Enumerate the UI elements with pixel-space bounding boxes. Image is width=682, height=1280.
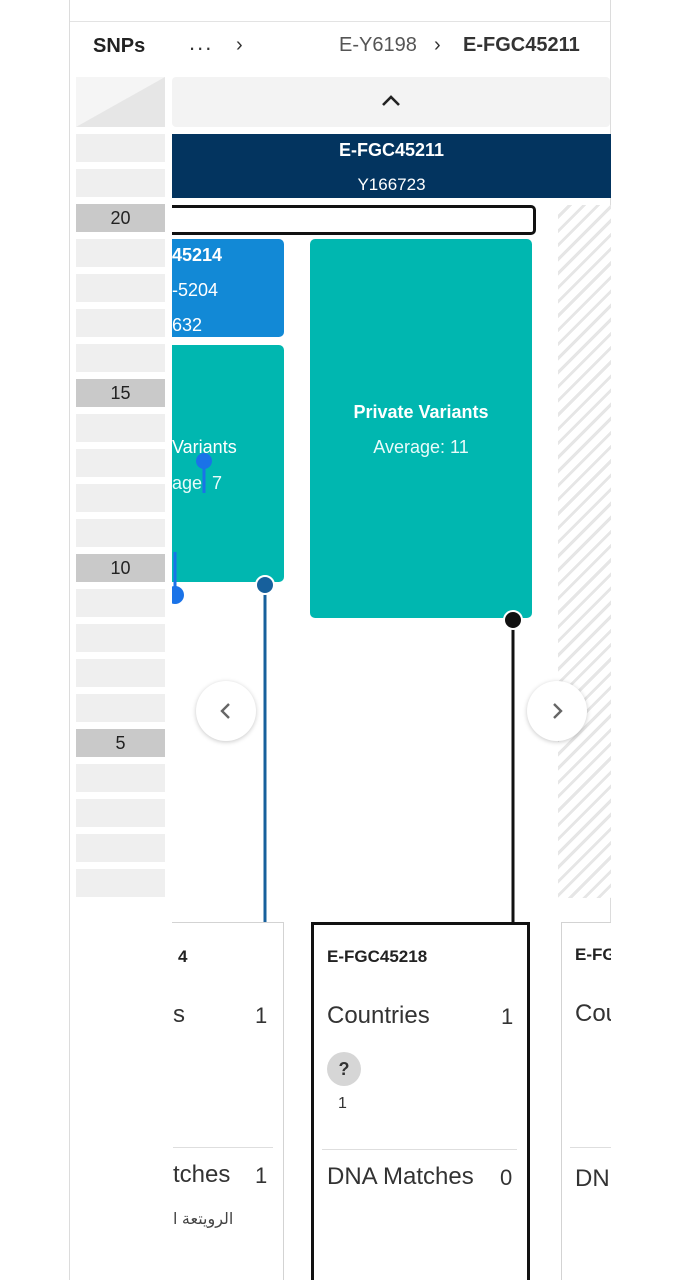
scale-label-10: 10 xyxy=(76,554,165,582)
tree-connectors xyxy=(172,453,523,922)
countries-count: 1 xyxy=(501,1004,514,1029)
card-title: E-FG xyxy=(575,945,611,964)
sibling-node-name: 45214 xyxy=(172,245,223,265)
scale-cell xyxy=(76,134,165,162)
scale-cell xyxy=(76,414,165,442)
breadcrumb: SNPs ... › E-Y6198 › E-FGC45211 xyxy=(70,22,610,72)
connector-dot xyxy=(503,610,523,630)
sibling-node-snp: 632 xyxy=(172,315,203,335)
scale-cell xyxy=(76,344,165,372)
top-divider xyxy=(70,21,610,22)
hatched-placeholder xyxy=(558,205,611,898)
private-variants-label: Private Variants xyxy=(353,402,489,422)
scale-cell xyxy=(76,834,165,862)
corner-triangle xyxy=(76,77,165,127)
countries-count: 1 xyxy=(255,1003,268,1028)
parent-node[interactable]: E-FGC45211 Y166723 xyxy=(172,134,611,198)
breadcrumb-ellipsis[interactable]: ... xyxy=(189,30,214,55)
card-divider xyxy=(173,1147,273,1148)
scale-cell xyxy=(76,764,165,792)
scale-cell xyxy=(76,869,165,897)
parent-node-name: E-FGC45211 xyxy=(338,140,445,160)
selected-branch-outline[interactable] xyxy=(172,205,536,235)
axis-corner xyxy=(76,77,165,127)
range-handle-dot xyxy=(196,453,212,469)
scale-cell xyxy=(76,589,165,617)
dna-matches-label: tches xyxy=(173,1161,231,1188)
dna-matches-label: DNA Matches xyxy=(327,1163,474,1190)
unknown-country-icon[interactable]: ? xyxy=(327,1052,361,1086)
sibling-node-snp: -5204 xyxy=(172,280,219,300)
private-variants-average: Average: 11 xyxy=(373,437,469,457)
next-branch-button[interactable] xyxy=(527,681,587,741)
chevron-right-icon: › xyxy=(434,34,441,56)
scale-label-15: 15 xyxy=(76,379,165,407)
scale-cell xyxy=(76,694,165,722)
card-divider xyxy=(322,1149,517,1150)
dna-matches-count: 1 xyxy=(255,1163,268,1188)
countries-label: Cou xyxy=(575,1000,611,1027)
private-variants-label: Variants xyxy=(172,437,237,457)
snps-label: SNPs xyxy=(93,35,146,57)
card-title: E-FGC45218 xyxy=(327,947,428,966)
chevron-right-icon xyxy=(553,703,563,719)
match-location: الرويتعة ا xyxy=(173,1211,234,1228)
branch-card[interactable]: E-FG Cou DN. xyxy=(561,922,611,1280)
dna-matches-count: 0 xyxy=(500,1165,513,1190)
scale-cell xyxy=(76,484,165,512)
scale-cell xyxy=(76,274,165,302)
chevron-left-icon xyxy=(220,703,230,719)
countries-label: s xyxy=(173,1001,185,1028)
chevron-up-icon xyxy=(382,95,400,106)
countries-label: Countries xyxy=(327,1002,430,1029)
parent-node-snp: Y166723 xyxy=(357,175,426,194)
private-variants-node[interactable]: Private Variants Average: 11 xyxy=(310,239,532,618)
scale-cell xyxy=(76,799,165,827)
branch-card[interactable]: 4 s 1 tches 1 الرويتعة ا xyxy=(172,922,284,1280)
scale-cell xyxy=(76,624,165,652)
tree-viewport[interactable]: E-FGC45211 Y166723 45214 -5204 632 Varia… xyxy=(172,0,611,1280)
dna-matches-label: DN. xyxy=(575,1165,611,1192)
unknown-country-count: 1 xyxy=(338,1095,347,1112)
private-variants-average: age: 7 xyxy=(172,473,223,493)
scale-cell xyxy=(76,239,165,267)
scale-cell xyxy=(76,309,165,337)
collapse-button[interactable] xyxy=(172,77,610,127)
chevron-right-icon: › xyxy=(236,34,243,56)
scale-cell xyxy=(76,169,165,197)
connector-dot xyxy=(172,586,184,604)
breadcrumb-item-current: E-FGC45211 xyxy=(463,34,580,56)
sibling-node[interactable]: 45214 -5204 632 xyxy=(172,239,284,337)
scale-cell xyxy=(76,519,165,547)
selected-branch-card[interactable]: E-FGC45218 Countries 1 ? 1 DNA Matches 0 xyxy=(311,922,530,1280)
breadcrumb-item-parent[interactable]: E-Y6198 xyxy=(339,34,417,56)
sibling-private-variants[interactable]: Variants age: 7 xyxy=(172,345,284,582)
scale-label-5: 5 xyxy=(76,729,165,757)
card-title: 4 xyxy=(178,947,188,966)
scale-cell xyxy=(76,659,165,687)
connector-dot xyxy=(255,575,275,595)
previous-branch-button[interactable] xyxy=(196,681,256,741)
scale-label-20: 20 xyxy=(76,204,165,232)
scale-cell xyxy=(76,449,165,477)
card-divider xyxy=(570,1147,611,1148)
